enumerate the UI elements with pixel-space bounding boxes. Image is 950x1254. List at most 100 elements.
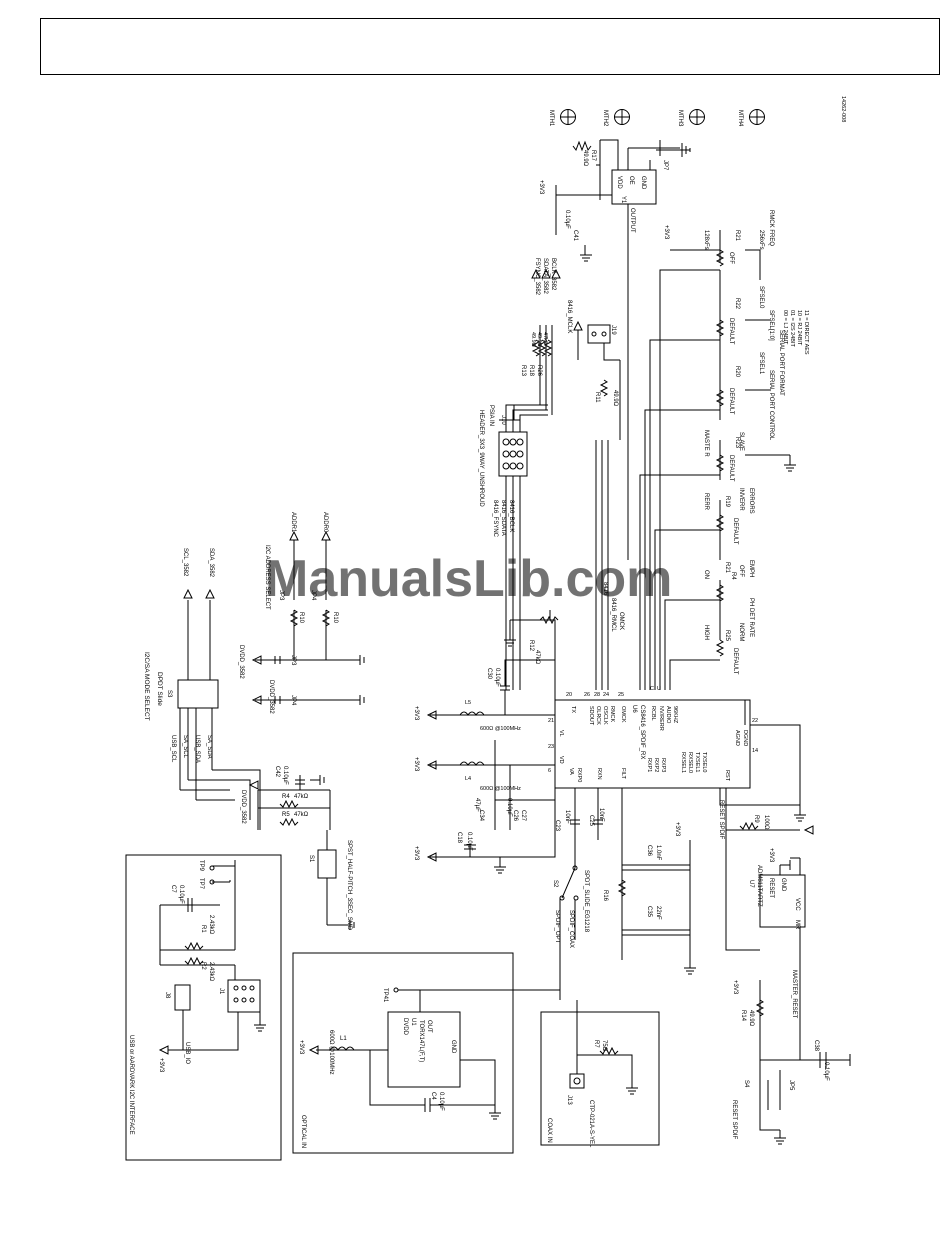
mth1-label: MTH1: [548, 110, 554, 127]
svg-text:C26: C26: [512, 810, 518, 822]
svg-text:MASTER_RESET: MASTER_RESET: [791, 970, 797, 1019]
svg-text:10nF: 10nF: [598, 808, 604, 822]
svg-text:JP3: JP3: [290, 655, 296, 666]
svg-text:ADDR1: ADDR1: [290, 512, 296, 533]
svg-text:R18: R18: [528, 365, 534, 377]
svg-text:C30: C30: [486, 668, 492, 680]
svg-text:OMCK: OMCK: [620, 706, 626, 723]
option-resistors: +3V3 128xFs R21 OFF 256xFs RMCK FREQ R22…: [639, 210, 809, 690]
svg-text:49.9Ω: 49.9Ω: [612, 390, 618, 407]
mth2-label: MTH2: [602, 110, 608, 127]
mounting-hole-3: MTH3: [677, 109, 705, 127]
svg-text:S2: S2: [552, 880, 558, 888]
svg-text:20: 20: [566, 692, 572, 698]
svg-text:DEFAULT: DEFAULT: [728, 388, 734, 415]
svg-text:U1: U1: [410, 1018, 416, 1026]
svg-text:COAX IN: COAX IN: [546, 1118, 552, 1143]
usb-interface-region: USB or AARDVARK I2C INTERFACE TP9 TP7 C7…: [125, 854, 282, 1161]
svg-text:SFSEL0: SFSEL0: [758, 286, 764, 309]
svg-text:8416_FSYNC: 8416_FSYNC: [492, 500, 498, 538]
svg-text:RXP3: RXP3: [660, 758, 666, 772]
svg-text:+3V3: +3V3: [413, 706, 419, 721]
svg-text:SPDIF_COAX: SPDIF_COAX: [568, 910, 574, 948]
svg-text:AGND: AGND: [734, 730, 740, 746]
svg-text:2.43kΩ: 2.43kΩ: [208, 915, 214, 935]
svg-text:FILT: FILT: [620, 768, 626, 780]
svg-text:DVDD_3582: DVDD_3582: [238, 645, 244, 679]
svg-text:R4: R4: [730, 572, 736, 580]
svg-text:TXSEL1: TXSEL1: [694, 752, 700, 772]
svg-text:14: 14: [752, 748, 758, 754]
svg-text:TX: TX: [570, 706, 576, 713]
i2c-address-select: I2C ADDRESS SELECT ADDR1 ADDR0 R10 R10 J…: [238, 512, 365, 714]
svg-text:JP7: JP7: [662, 160, 668, 171]
svg-text:0.10µF: 0.10µF: [466, 832, 472, 851]
ic-u6-cs8416: U6 CS8416_SPDIF_RX SDOUT OLRCK OSCLK RMC…: [548, 686, 806, 822]
svg-text:C7: C7: [170, 885, 176, 893]
mounting-hole-2: MTH2: [602, 109, 630, 127]
svg-text:47kΩ: 47kΩ: [294, 812, 309, 818]
svg-text:10nF: 10nF: [564, 810, 570, 824]
svg-text:R21: R21: [724, 562, 730, 574]
svg-text:47µF: 47µF: [474, 798, 480, 812]
mounting-hole-1: MTH1: [548, 109, 576, 127]
svg-text:C34: C34: [478, 810, 484, 822]
svg-text:VDD: VDD: [616, 176, 622, 189]
svg-text:RXP0: RXP0: [576, 768, 582, 782]
svg-text:8416_BCLK: 8416_BCLK: [508, 500, 514, 532]
svg-text:FSYNC_3582: FSYNC_3582: [534, 258, 540, 296]
svg-text:ADM811TARTZ: ADM811TARTZ: [756, 865, 762, 907]
svg-text:S4: S4: [743, 1080, 749, 1088]
svg-text:CS8416_SPDIF_RX: CS8416_SPDIF_RX: [639, 705, 645, 759]
svg-text:DEFAULT: DEFAULT: [732, 648, 738, 675]
svg-text:C25: C25: [588, 815, 594, 827]
svg-text:SA_SDA: SA_SDA: [206, 735, 212, 759]
svg-text:RXSEL0: RXSEL0: [687, 752, 693, 773]
svg-text:VCC: VCC: [794, 898, 800, 911]
svg-text:RXP2: RXP2: [653, 758, 659, 772]
svg-text:OPTICAL IN: OPTICAL IN: [300, 1115, 306, 1148]
svg-text:SFSEL[1:0]: SFSEL[1:0]: [768, 310, 774, 341]
svg-text:R25: R25: [724, 630, 730, 642]
svg-text:SERIAL PORT CONTROL: SERIAL PORT CONTROL: [768, 370, 774, 441]
svg-text:USB or AARDVARK I2C INTERFACE: USB or AARDVARK I2C INTERFACE: [128, 1035, 134, 1135]
svg-text:47kΩ: 47kΩ: [534, 650, 540, 665]
svg-text:R20: R20: [734, 366, 740, 378]
svg-text:VL: VL: [558, 730, 564, 737]
svg-text:RMCK: RMCK: [609, 706, 615, 723]
svg-text:8416_MCLK: 8416_MCLK: [566, 300, 572, 333]
svg-text:MR: MR: [794, 920, 800, 930]
svg-text:600Ω @100MHz: 600Ω @100MHz: [480, 786, 521, 792]
svg-text:+3V3: +3V3: [298, 1040, 304, 1055]
svg-text:8416_RMCL: 8416_RMCL: [610, 598, 616, 632]
svg-text:600Ω @100MHz: 600Ω @100MHz: [328, 1030, 334, 1075]
pullups: DVDD_3582 R4 47kΩ R5 47kΩ C42 0.10µF: [240, 766, 331, 830]
svg-text:256xFs: 256xFs: [758, 230, 764, 250]
svg-text:DVDD: DVDD: [402, 1018, 408, 1036]
svg-text:JP4: JP4: [310, 590, 316, 601]
svg-text:0.10µF: 0.10µF: [494, 668, 500, 687]
svg-text:R7: R7: [593, 1040, 599, 1048]
svg-text:U: U: [657, 686, 661, 692]
svg-text:OUTPUT: OUTPUT: [629, 208, 635, 233]
svg-text:SLAVE: SLAVE: [738, 432, 744, 451]
svg-text:11 = DIRECT AES: 11 = DIRECT AES: [803, 310, 809, 355]
svg-text:SERIAL PORT FORMAT: SERIAL PORT FORMAT: [778, 330, 784, 396]
svg-text:RCBL: RCBL: [650, 706, 656, 721]
svg-text:NV/RERR: NV/RERR: [658, 706, 664, 731]
mounting-holes: MTH1 MTH2 MTH3 MTH4: [548, 109, 765, 127]
svg-text:R13: R13: [520, 365, 526, 377]
svg-text:+3V3: +3V3: [768, 848, 774, 863]
svg-text:OLRCK: OLRCK: [595, 706, 601, 725]
svg-text:10 = RJ 24BIT: 10 = RJ 24BIT: [796, 310, 802, 346]
svg-text:HIGH: HIGH: [703, 625, 709, 640]
svg-text:0.10µF: 0.10µF: [178, 885, 184, 904]
svg-text:23: 23: [548, 744, 554, 750]
svg-text:DVDD_3582: DVDD_3582: [240, 790, 246, 824]
svg-text:C4: C4: [430, 1092, 436, 1100]
svg-text:INVERR: INVERR: [738, 488, 744, 511]
svg-text:R21: R21: [734, 230, 740, 242]
mounting-hole-4: MTH4: [737, 109, 765, 127]
svg-text:SPDT_SLIDE_EG1218: SPDT_SLIDE_EG1218: [583, 870, 589, 933]
